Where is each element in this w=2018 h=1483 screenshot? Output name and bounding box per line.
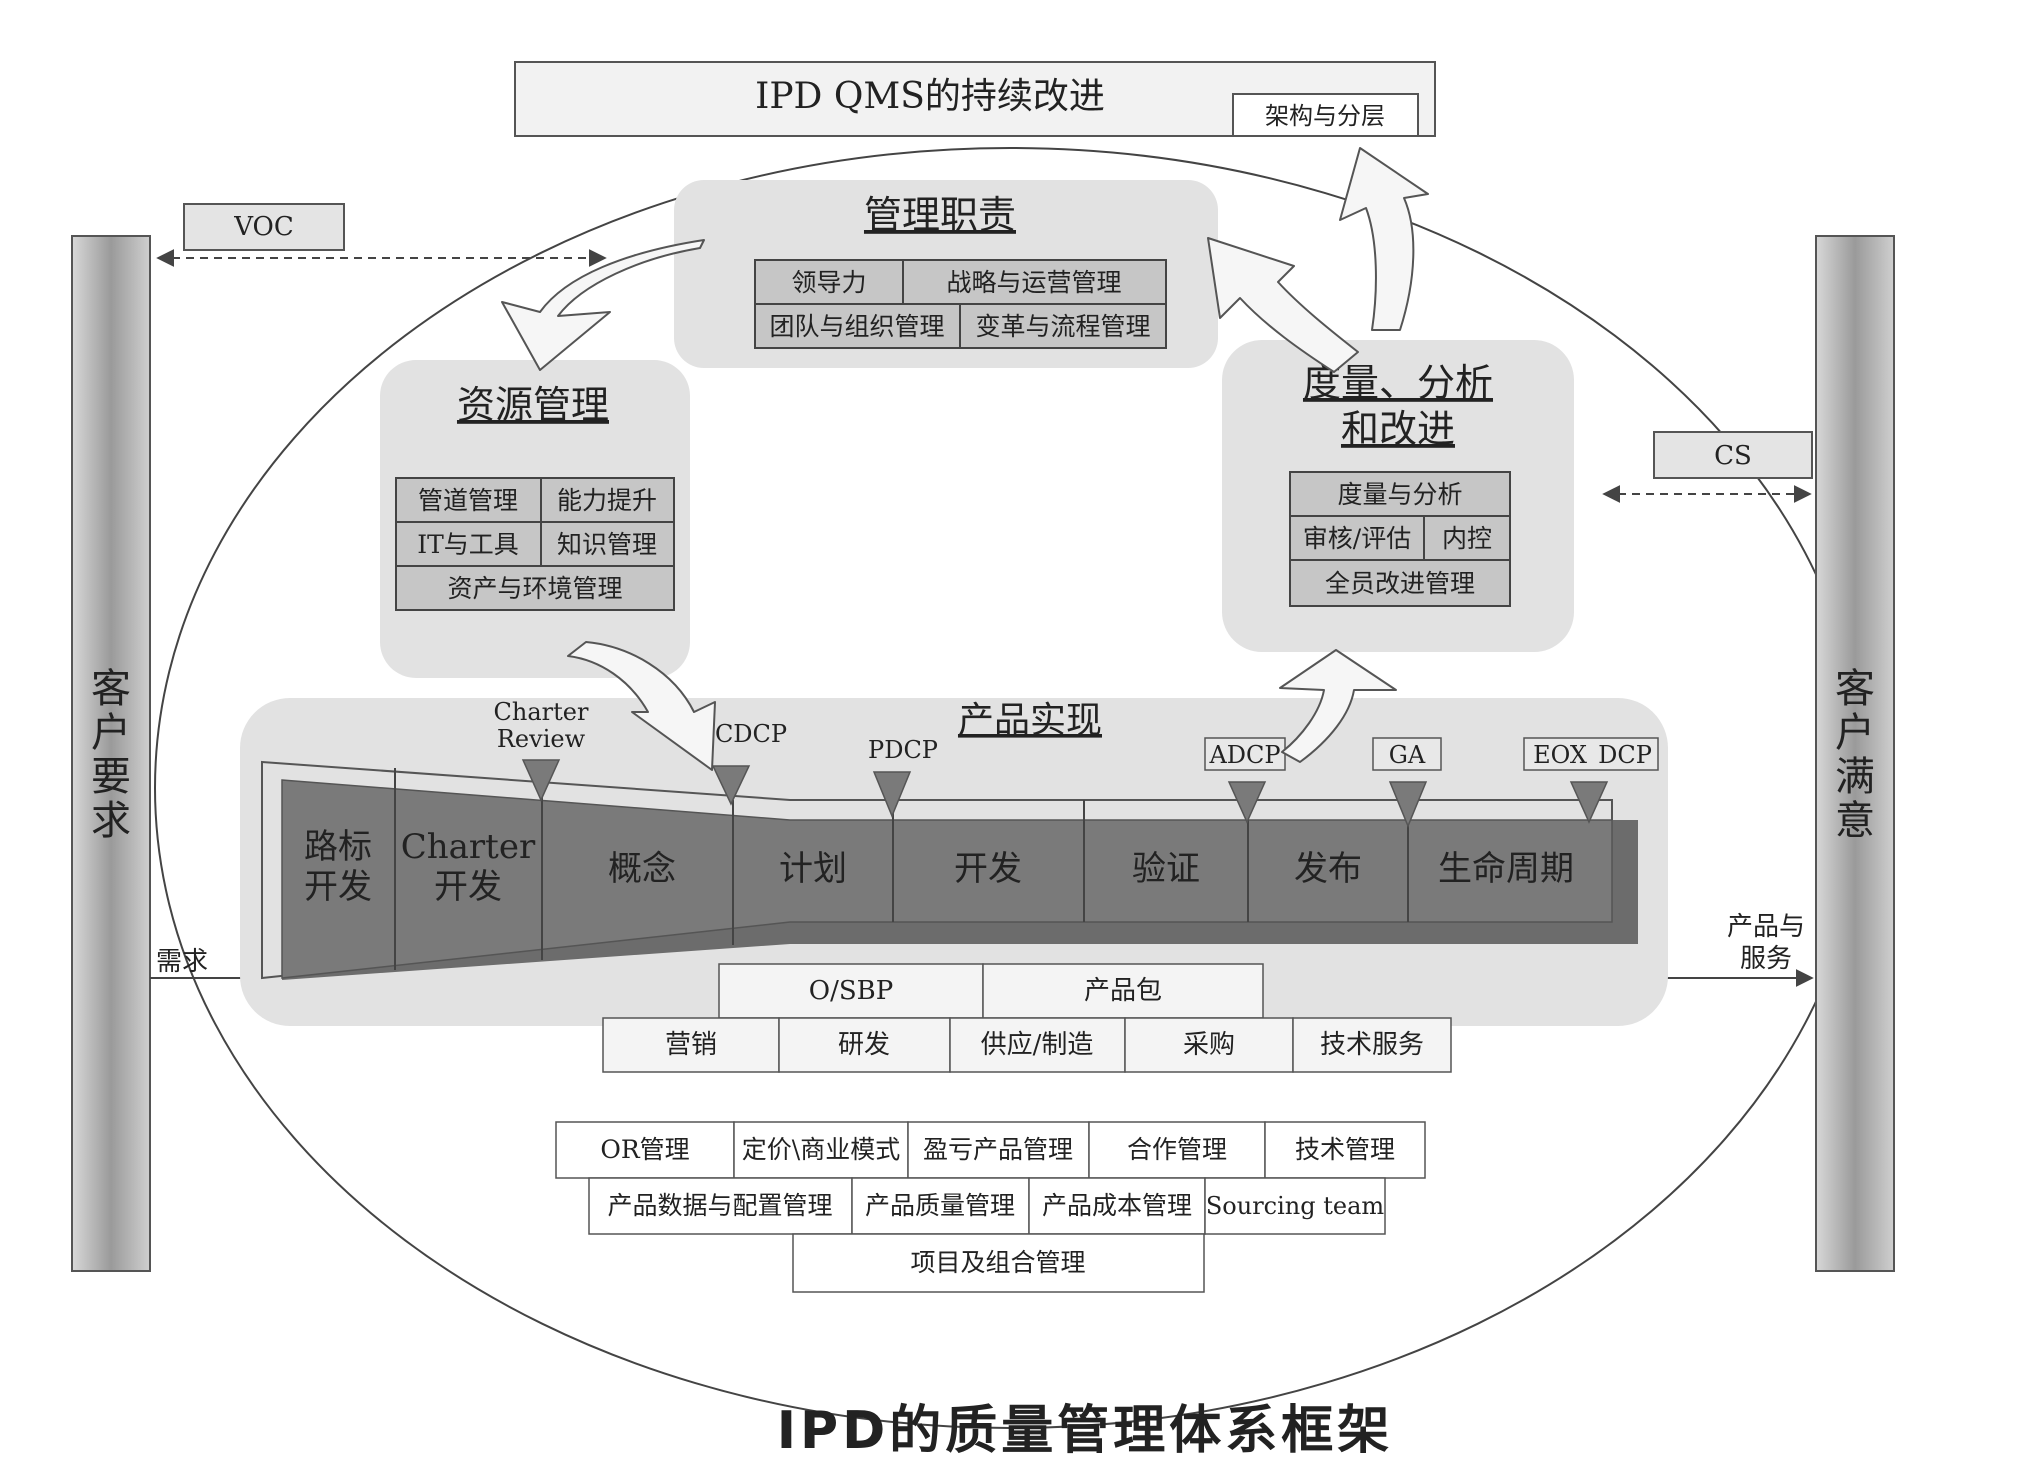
support-cell: 采购 (1183, 1030, 1235, 1060)
bottom-cell: OR管理 (600, 1135, 689, 1164)
resource-box: 资源管理 管道管理 能力提升 IT与工具 知识管理 资产与环境管理 (380, 360, 690, 678)
measure-cell: 度量与分析 (1337, 480, 1462, 509)
checkpoint-charter-review-l2: Review (497, 725, 586, 753)
resource-cell: IT与工具 (417, 530, 519, 559)
bottom-cell: 定价\商业模式 (742, 1135, 900, 1164)
checkpoint-adcp: ADCP (1208, 741, 1280, 769)
checkpoint-pdcp: PDCP (868, 736, 938, 764)
phase-label: 概念 (608, 849, 676, 889)
checkpoint-marker (1388, 781, 1428, 828)
cs-tag: CS (1714, 441, 1752, 471)
support-cell: 技术服务 (1320, 1030, 1424, 1060)
left-pillar: 客户要求 VOC 需求 (71, 203, 607, 1272)
resource-cell: 管道管理 (418, 486, 518, 515)
support-cell: 营销 (665, 1030, 717, 1060)
right-pillar: 客户满意 CS 产品与服务 (1602, 235, 1895, 1272)
bottom-cell: Sourcing team (1206, 1192, 1385, 1220)
bottom-cell: 产品数据与配置管理 (607, 1191, 832, 1220)
bottom-tables: OR管理 定价\商业模式 盈亏产品管理 合作管理 技术管理 产品数据与配置管理 … (555, 1121, 1426, 1293)
phase-label: 发布 (1294, 849, 1362, 889)
checkpoint-marker (872, 771, 912, 818)
phase-label: 开发 (954, 849, 1022, 889)
checkpoint-eox: EOX (1533, 741, 1587, 769)
checkpoint-marker (711, 765, 751, 806)
mgmt-cell: 领导力 (791, 268, 866, 297)
top-banner: IPD QMS的持续改进 架构与分层 (514, 61, 1436, 137)
phase-label: 验证 (1132, 849, 1200, 889)
measure-grid: 度量与分析 审核/评估 内控 全员改进管理 (1289, 471, 1511, 607)
support-cell: 研发 (838, 1030, 890, 1060)
measure-title-line2: 和改进 (1341, 407, 1455, 451)
management-grid: 领导力 战略与运营管理 团队与组织管理 变革与流程管理 (754, 259, 1167, 349)
bottom-cell: 产品质量管理 (865, 1191, 1015, 1220)
checkpoint-cdcp: CDCP (715, 720, 787, 748)
measure-box: 度量、分析 和改进 度量与分析 审核/评估 内控 全员改进管理 (1222, 340, 1574, 652)
bottom-cell: 产品成本管理 (1042, 1191, 1192, 1220)
voc-tag: VOC (233, 212, 294, 242)
checkpoint-charter-review-l1: Charter (494, 698, 589, 726)
measure-cell: 审核/评估 (1303, 524, 1411, 553)
checkpoint-marker (1227, 781, 1267, 824)
output-label: 产品与服务 (1727, 912, 1805, 974)
arrow-mgmt-to-resource (501, 239, 705, 371)
support-cell: O/SBP (809, 976, 894, 1006)
bottom-cell: 盈亏产品管理 (923, 1135, 1073, 1164)
resource-cell: 资产与环境管理 (447, 574, 622, 603)
banner-subtitle: 架构与分层 (1265, 102, 1385, 130)
support-tables: O/SBP 产品包 营销 研发 供应/制造 采购 技术服务 (602, 963, 1452, 1073)
measure-cell: 内控 (1442, 524, 1492, 553)
bottom-cell: 项目及组合管理 (910, 1248, 1085, 1277)
right-pillar-label: 客户满意 (1835, 666, 1875, 844)
phase-label: 生命周期 (1438, 849, 1574, 889)
mgmt-cell: 团队与组织管理 (769, 312, 944, 341)
left-pillar-label: 客户要求 (91, 666, 131, 844)
checkpoint-dcp: DCP (1598, 741, 1652, 769)
checkpoint-marker (521, 759, 561, 802)
arrow-measure-to-mgmt (1207, 237, 1359, 373)
product-title: 产品实现 (958, 700, 1102, 741)
resource-grid: 管道管理 能力提升 IT与工具 知识管理 资产与环境管理 (395, 477, 675, 611)
resource-title: 资源管理 (457, 383, 609, 427)
arrow-measure-to-banner (1339, 147, 1429, 331)
management-title: 管理职责 (864, 193, 1016, 237)
support-cell: 产品包 (1084, 976, 1162, 1006)
resource-cell: 能力提升 (557, 486, 657, 515)
measure-cell: 全员改进管理 (1325, 569, 1475, 598)
arrow-resource-to-product (567, 641, 716, 771)
phase-label: 路标开发 (304, 827, 372, 907)
management-box: 管理职责 领导力 战略与运营管理 团队与组织管理 变革与流程管理 (674, 180, 1218, 368)
demand-label: 需求 (156, 947, 208, 977)
banner-title: IPD QMS的持续改进 (755, 76, 1105, 117)
arrow-product-to-measure (1279, 649, 1397, 763)
phase-label: 计划 (779, 849, 847, 889)
support-cell: 供应/制造 (981, 1030, 1094, 1060)
checkpoint-triangles (521, 759, 1609, 828)
checkpoint-ga: GA (1389, 741, 1426, 769)
mgmt-cell: 战略与运营管理 (946, 268, 1121, 297)
figure-caption: IPD的质量管理体系框架 (777, 1401, 1394, 1461)
bottom-cell: 技术管理 (1295, 1135, 1395, 1164)
bottom-cell: 合作管理 (1127, 1135, 1227, 1164)
mgmt-cell: 变革与流程管理 (975, 312, 1150, 341)
checkpoint-marker (1569, 781, 1609, 824)
cycle-arrows (501, 147, 1429, 771)
resource-cell: 知识管理 (557, 530, 657, 559)
